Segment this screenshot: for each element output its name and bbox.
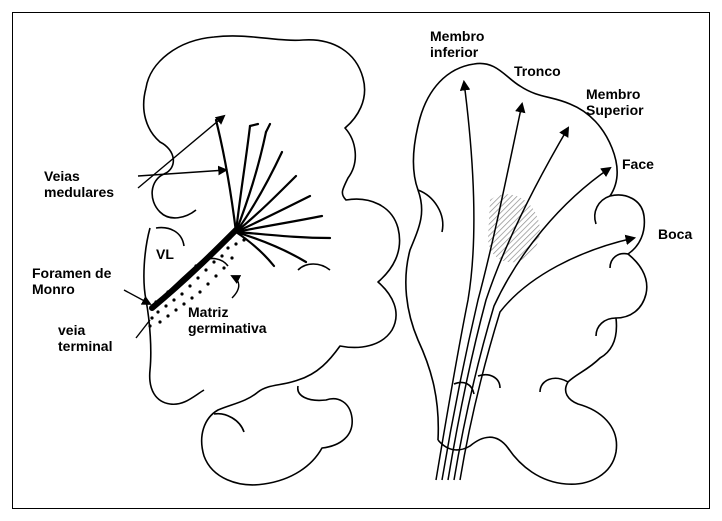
label-tronco: Tronco — [514, 63, 561, 79]
left-hemisphere-outline — [144, 36, 400, 485]
label-membro-superior: Membro Superior — [586, 86, 644, 118]
label-foramen-de-monro: Foramen de Monro — [32, 265, 111, 297]
label-face: Face — [622, 156, 654, 172]
label-membro-inferior: Membro inferior — [430, 28, 484, 60]
label-veias-medulares: Veias medulares — [44, 168, 114, 200]
label-medulares-line2: medulares — [44, 184, 114, 200]
label-veias-line1: Veias — [44, 168, 114, 184]
label-veia-line1: veia — [58, 322, 112, 338]
label-membro-superior-line1: Membro — [586, 86, 644, 102]
label-veia-terminal: veia terminal — [58, 322, 112, 354]
right-hemisphere-outline — [406, 63, 647, 484]
label-foramen-line1: Foramen de — [32, 265, 111, 281]
label-matriz-line1: Matriz — [188, 304, 267, 320]
label-germinativa-line2: germinativa — [188, 320, 267, 336]
label-terminal-line2: terminal — [58, 338, 112, 354]
label-matriz-germinativa: Matriz germinativa — [188, 304, 267, 336]
label-boca: Boca — [658, 226, 692, 242]
label-vl: VL — [156, 246, 174, 262]
label-membro-inferior-line1: Membro — [430, 28, 484, 44]
medullary-veins — [158, 120, 330, 302]
label-monro-line2: Monro — [32, 281, 111, 297]
corticospinal-fibers — [436, 82, 634, 480]
label-membro-inferior-line2: inferior — [430, 44, 484, 60]
label-membro-superior-line2: Superior — [586, 102, 644, 118]
